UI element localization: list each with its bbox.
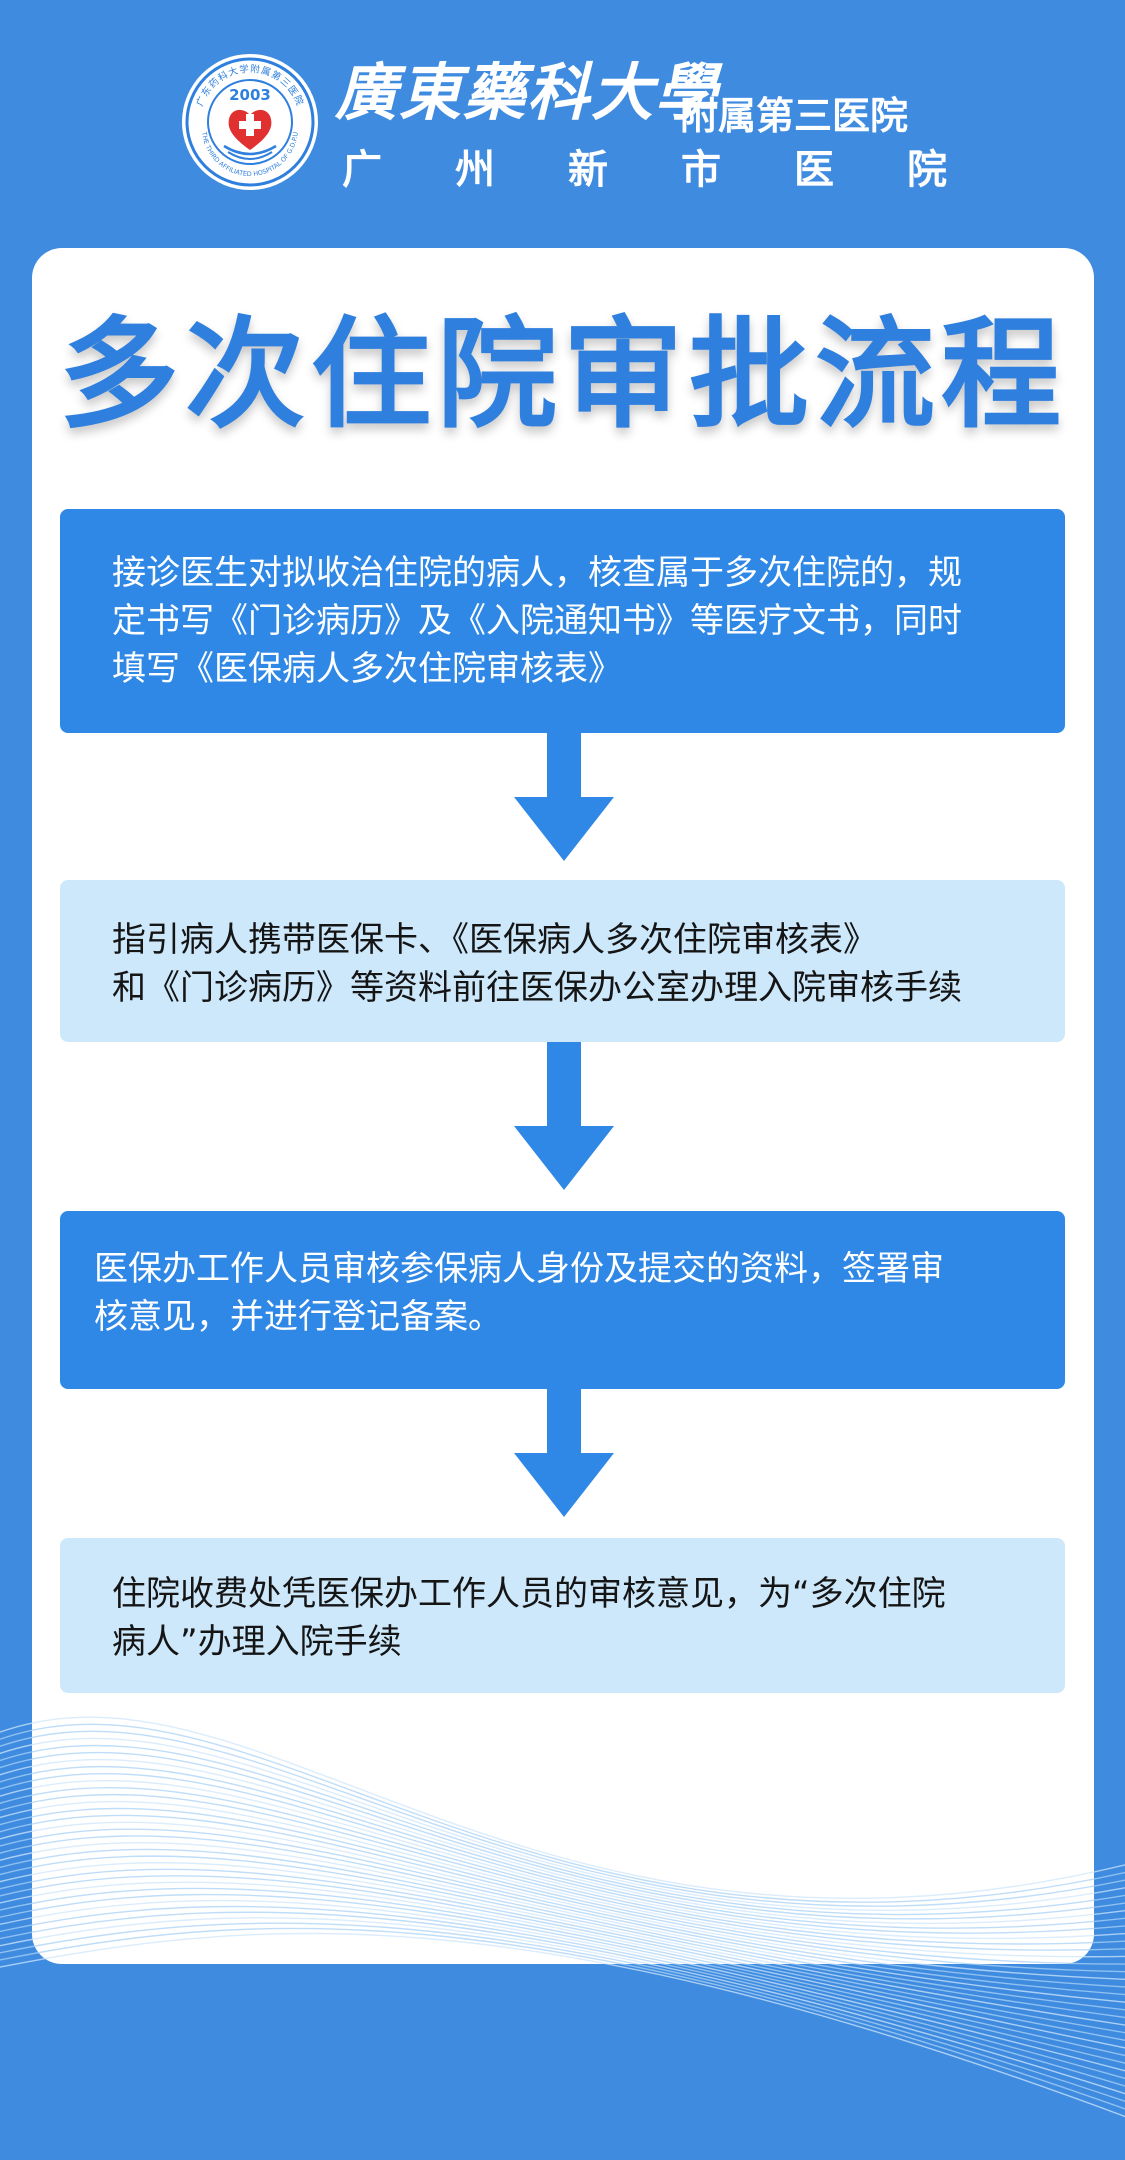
wave-line: [0, 1849, 1125, 2012]
arrow-down-icon: [514, 1042, 614, 1192]
step-line: 指引病人携带医保卡、《医保病人多次住院审核表》: [112, 916, 1017, 964]
brand-subtitle: 广 州 新 市 医 院: [342, 150, 947, 190]
flow-step-2: 指引病人携带医保卡、《医保病人多次住院审核表》 和《门诊病历》等资料前往医保办公…: [60, 880, 1065, 1042]
hospital-logo-icon: 广东药科大学附属第三医院 THE THIRD AFFILIATED HOSPIT…: [180, 52, 320, 192]
wave-line: [0, 1876, 1125, 2044]
wave-line: [0, 1717, 1125, 1898]
step-line: 填写《医保病人多次住院审核表》: [112, 645, 1017, 693]
wave-line: [0, 1933, 1125, 2124]
arrow-down-icon: [514, 1389, 614, 1519]
step-line: 定书写《门诊病历》及《入院通知书》等医疗文书，同时: [112, 597, 1017, 645]
brand-sub-char: 广: [342, 150, 382, 190]
brand-suffix: 附属第三医院: [680, 97, 908, 135]
wave-line: [0, 1731, 1125, 1906]
wave-line: [0, 1923, 1125, 2108]
step-line: 接诊医生对拟收治住院的病人，核查属于多次住院的，规: [112, 549, 1017, 597]
flow-step-3: 医保办工作人员审核参保病人身份及提交的资料，签署审 核意见，并进行登记备案。: [60, 1211, 1065, 1389]
logo-year: 2003: [229, 86, 271, 104]
step-line: 核意见，并进行登记备案。: [94, 1293, 1017, 1341]
wave-line: [0, 1836, 1125, 1996]
arrow-down-icon: [514, 733, 614, 863]
brand-calligraphy: 廣東藥科大學: [335, 62, 719, 124]
decorative-waves: [0, 1600, 1125, 2160]
brand-sub-char: 新: [568, 150, 608, 190]
step-line: 和《门诊病历》等资料前往医保办公室办理入院审核手续: [112, 964, 1017, 1012]
header: 广东药科大学附属第三医院 THE THIRD AFFILIATED HOSPIT…: [0, 0, 1125, 240]
brand-sub-char: 市: [681, 150, 721, 190]
step-line: 医保办工作人员审核参保病人身份及提交的资料，签署审: [94, 1245, 1017, 1293]
brand-sub-char: 院: [907, 150, 947, 190]
page-title: 多次住院审批流程: [32, 310, 1094, 442]
brand-sub-char: 州: [455, 150, 495, 190]
brand-sub-char: 医: [794, 150, 834, 190]
wave-line: [0, 1918, 1125, 2100]
flow-step-1: 接诊医生对拟收治住院的病人，核查属于多次住院的，规 定书写《门诊病历》及《入院通…: [60, 509, 1065, 733]
